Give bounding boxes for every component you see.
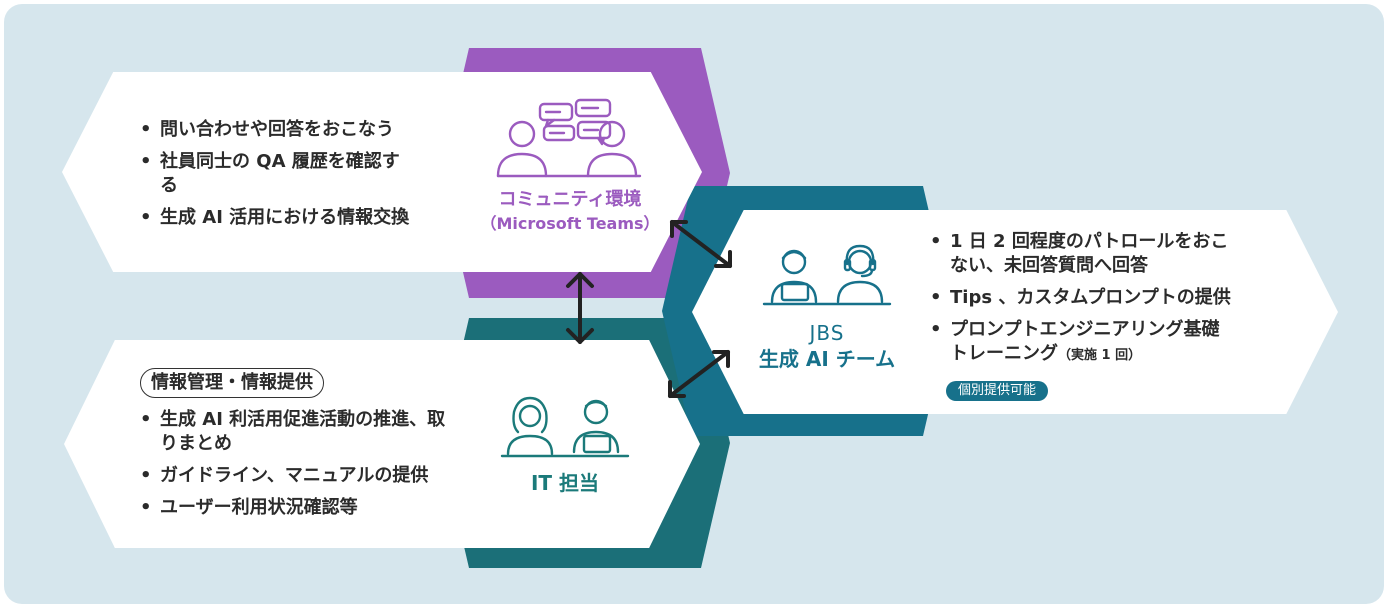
community-bullet: 社員同士の QA 履歴を確認する xyxy=(140,150,410,198)
jbs-bullet: プロンプトエンジニアリング基礎トレーニング（実施 1 回） xyxy=(930,318,1230,368)
it-bullet-list: 生成 AI 利活用促進活動の推進、取りまとめ ガイドライン、マニュアルの提供 ユ… xyxy=(140,408,470,528)
individual-provision-tag: 個別提供可能 xyxy=(946,381,1049,401)
community-bullet: 問い合わせや回答をおこなう xyxy=(140,118,430,142)
jbs-training-note: （実施 1 回） xyxy=(1058,348,1142,363)
jbs-bullet-list: 1 日 2 回程度のパトロールをおこない、未回答質問へ回答 Tips 、カスタム… xyxy=(930,230,1260,376)
info-management-pill: 情報管理・情報提供 xyxy=(140,368,324,398)
people-chat-icon xyxy=(496,98,642,178)
it-staff-icon xyxy=(500,396,630,458)
it-label: IT 担当 xyxy=(530,471,600,495)
community-bullet: 生成 AI 活用における情報交換 xyxy=(140,206,430,230)
jbs-training-text: プロンプトエンジニアリング基礎トレーニング xyxy=(950,319,1220,364)
community-jbs-double-arrow xyxy=(670,220,732,268)
community-bullet-list: 問い合わせや回答をおこなう 社員同士の QA 履歴を確認する 生成 AI 活用に… xyxy=(140,118,430,238)
it-jbs-double-arrow xyxy=(668,350,730,398)
jbs-bullet: 1 日 2 回程度のパトロールをおこない、未回答質問へ回答 xyxy=(930,230,1230,278)
vertical-double-arrow xyxy=(566,272,594,344)
jbs-team-name: 生成 AI チーム xyxy=(758,347,896,371)
jbs-logo-text: JBS xyxy=(809,321,845,345)
community-label-subtitle: （Microsoft Teams） xyxy=(480,214,660,233)
it-bullet: ガイドライン、マニュアルの提供 xyxy=(140,464,470,488)
it-bullet: 生成 AI 利活用促進活動の推進、取りまとめ xyxy=(140,408,460,456)
jbs-team-icon xyxy=(762,244,892,306)
it-bullet: ユーザー利用状況確認等 xyxy=(140,496,470,520)
jbs-label: JBS 生成 AI チーム xyxy=(742,320,912,372)
community-label: コミュニティ環境 （Microsoft Teams） xyxy=(470,188,670,236)
jbs-bullet: Tips 、カスタムプロンプトの提供 xyxy=(930,286,1260,310)
community-label-title: コミュニティ環境 xyxy=(498,189,642,210)
